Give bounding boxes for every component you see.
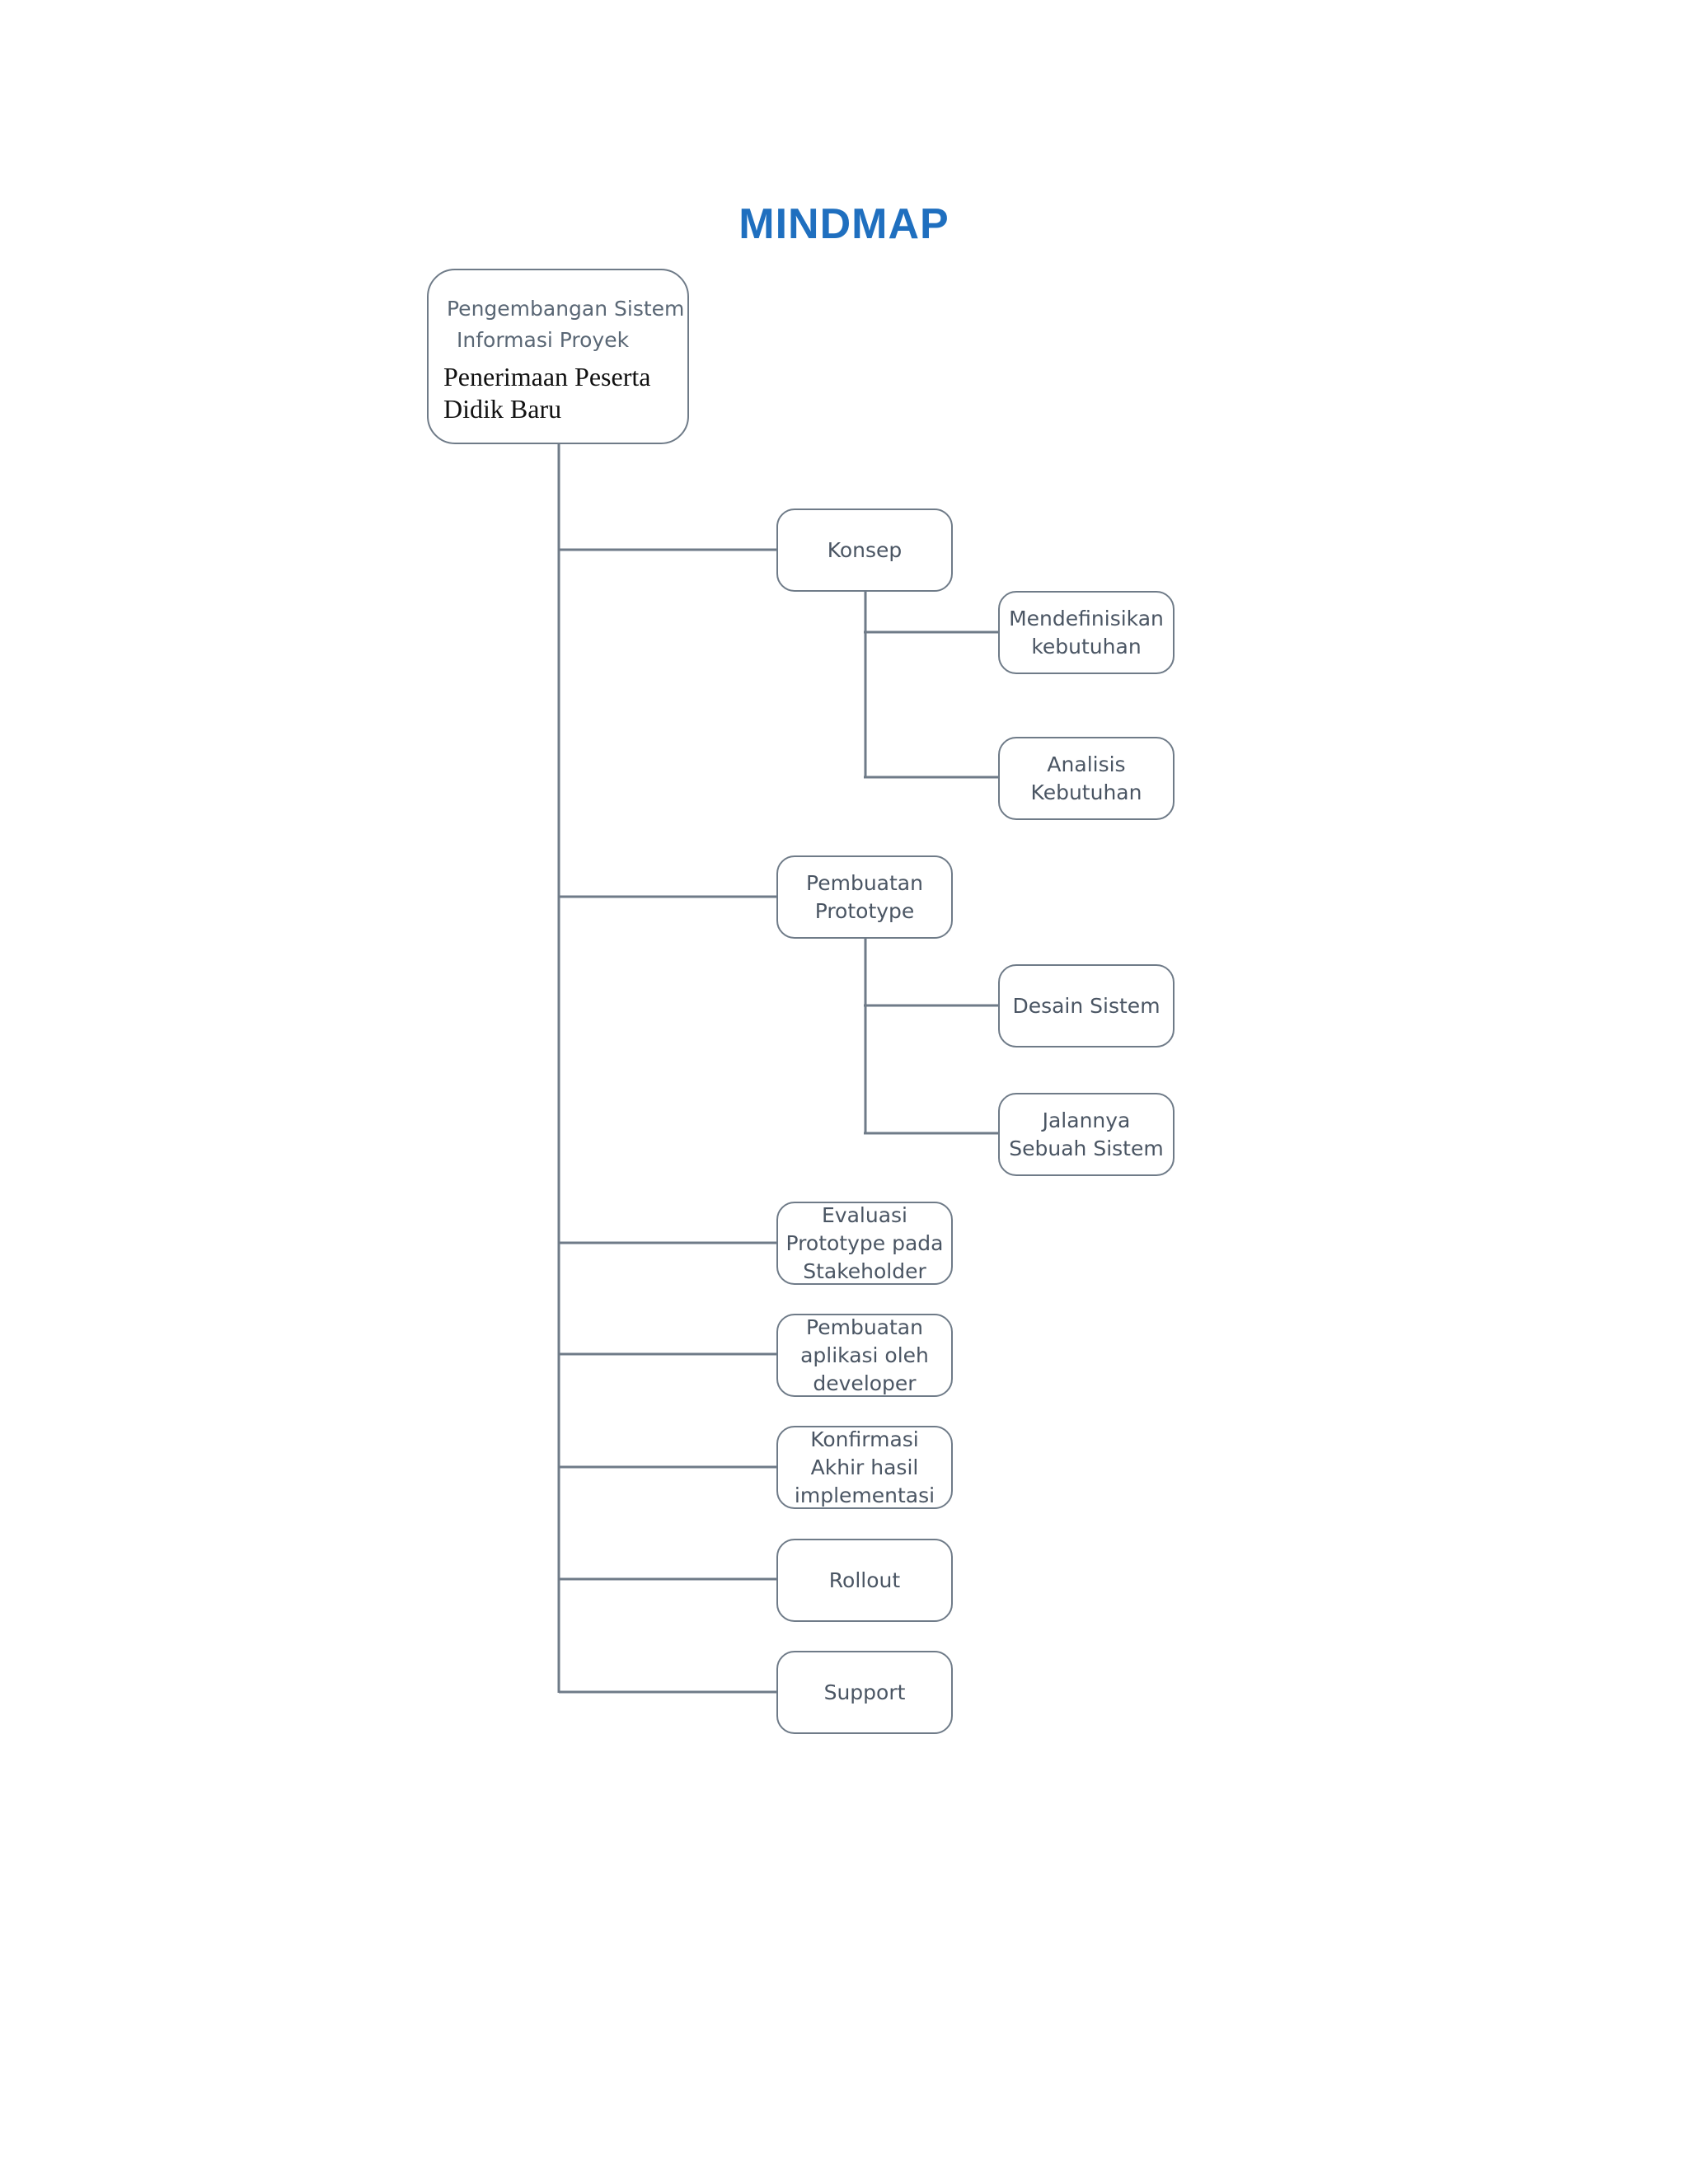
node-label: Sebuah Sistem (1009, 1136, 1164, 1160)
node-konfirmasi-akhir: Konfirmasi Akhir hasil implementasi (776, 1426, 953, 1509)
node-label: developer (813, 1371, 917, 1395)
node-label: Support (823, 1680, 906, 1704)
node-label: Akhir hasil (810, 1455, 919, 1479)
page-title: MINDMAP (738, 200, 950, 248)
node-label: Konsep (827, 537, 903, 562)
root-title-line-1: Penerimaan Peserta (443, 362, 651, 391)
node-label: Prototype pada (785, 1230, 944, 1255)
node-pembuatan-aplikasi: Pembuatan aplikasi oleh developer (776, 1314, 953, 1397)
node-label: Stakeholder (803, 1258, 926, 1283)
node-label: Pembuatan (806, 870, 923, 895)
root-title-line-2: Didik Baru (443, 394, 562, 424)
node-jalannya-sebuah-sistem: Jalannya Sebuah Sistem (998, 1093, 1175, 1176)
node-label: Evaluasi (822, 1202, 907, 1227)
node-label: implementasi (794, 1483, 935, 1507)
node-label: Prototype (814, 898, 915, 923)
node-desain-sistem: Desain Sistem (998, 964, 1175, 1047)
root-subtitle-line-1: Pengembangan Sistem (447, 297, 685, 321)
node-rollout: Rollout (776, 1539, 953, 1622)
node-label: Mendefinisikan (1009, 606, 1164, 630)
node-support: Support (776, 1651, 953, 1734)
node-pembuatan-prototype: Pembuatan Prototype (776, 855, 953, 939)
root-node: Pengembangan Sistem Informasi Proyek Pen… (427, 269, 689, 444)
node-label: kebutuhan (1031, 634, 1142, 658)
node-mendefinisikan-kebutuhan: Mendefinisikan kebutuhan (998, 591, 1175, 674)
node-label: Konfirmasi (810, 1427, 919, 1451)
root-subtitle-line-2: Informasi Proyek (457, 328, 630, 352)
node-label: Jalannya (1042, 1108, 1131, 1132)
node-label: Analisis (1047, 752, 1126, 776)
node-label: Kebutuhan (1030, 780, 1142, 804)
node-label: Pembuatan (806, 1315, 923, 1339)
node-analisis-kebutuhan: Analisis Kebutuhan (998, 737, 1175, 820)
node-evaluasi-prototype: Evaluasi Prototype pada Stakeholder (776, 1202, 953, 1285)
node-label: Rollout (828, 1568, 901, 1592)
node-konsep: Konsep (776, 509, 953, 592)
node-label: Desain Sistem (1012, 993, 1160, 1018)
node-label: aplikasi oleh (800, 1343, 929, 1367)
